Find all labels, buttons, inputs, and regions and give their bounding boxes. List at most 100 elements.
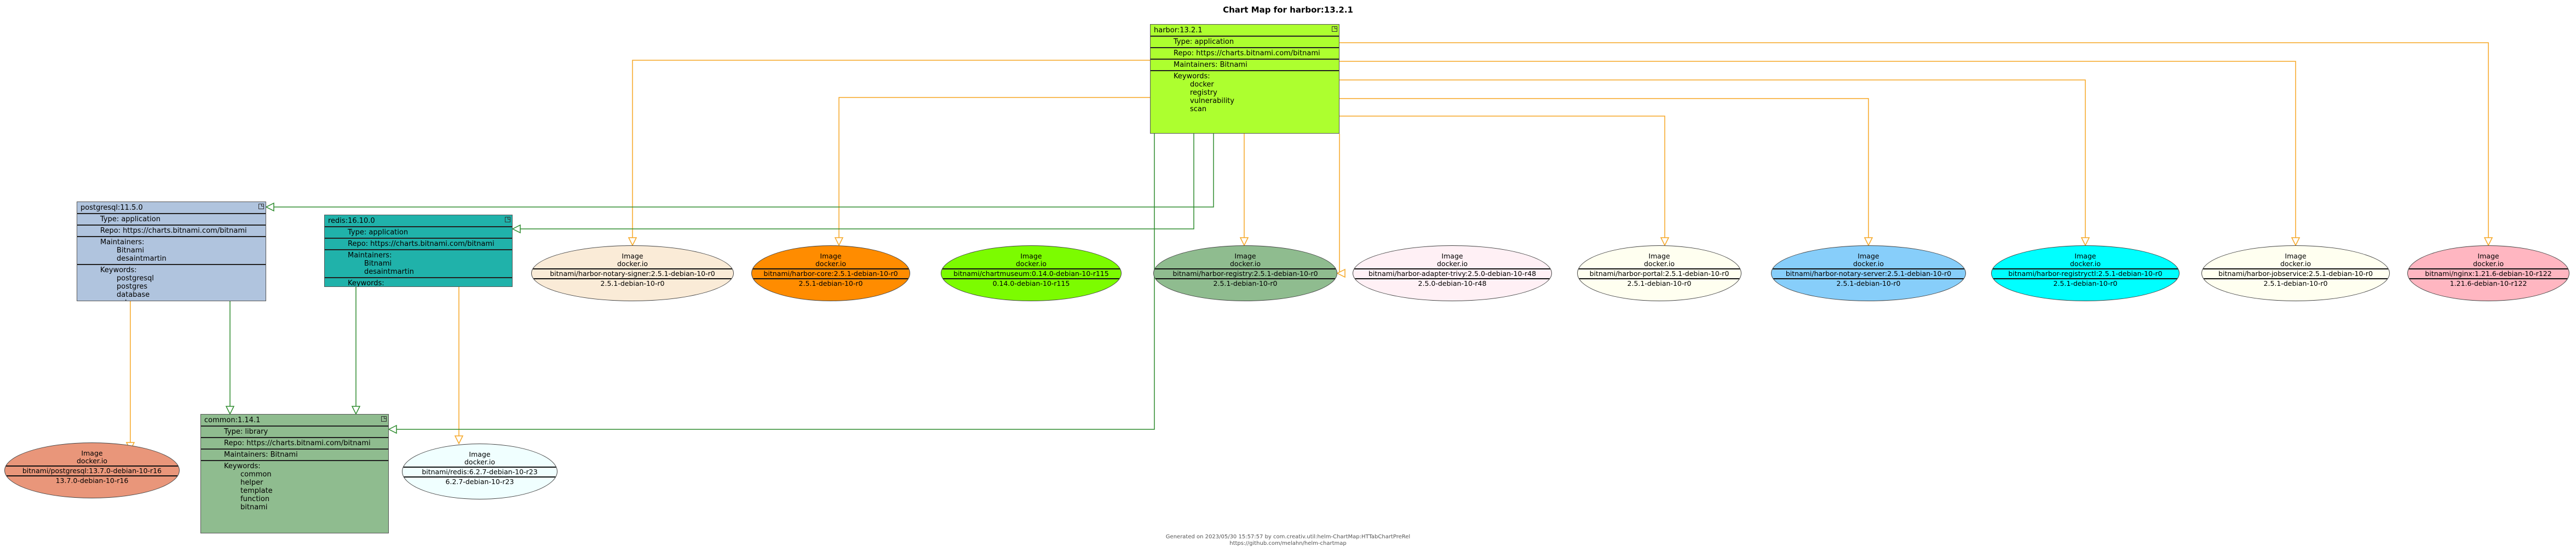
image-repo: bitnami/chartmuseum:0.14.0-debian-10-r11… [953, 269, 1109, 278]
image-registry: docker.io [76, 457, 108, 465]
image-node-nginx[interactable]: Image docker.io bitnami/nginx:1.21.6-deb… [2407, 245, 2569, 301]
edge-harbor-core [838, 97, 1150, 245]
image-repo: bitnami/harbor-registry:2.5.1-debian-10-… [1172, 269, 1318, 278]
image-repo: bitnami/harbor-adapter-trivy:2.5.0-debia… [1368, 269, 1537, 278]
edge-harbor-notary-server [1339, 98, 1869, 245]
footer-generated: Generated on 2023/05/30 15:57:57 by com.… [1165, 534, 1411, 540]
edge-harbor-adapter-trivy [1337, 134, 1340, 274]
image-label: Image [1648, 252, 1670, 260]
image-tag: 13.7.0-debian-10-r16 [55, 476, 129, 485]
image-label: Image [820, 252, 842, 260]
image-repo: bitnami/harbor-jobservice:2.5.1-debian-1… [2218, 269, 2373, 278]
edge-postgresql-common-arrowhead [225, 406, 235, 415]
image-label: Image [1020, 252, 1042, 260]
edge-harbor-notary-signer [632, 60, 1150, 245]
image-registry: docker.io [1229, 260, 1261, 268]
edge-harbor-jobservice-arrowhead [2291, 237, 2301, 246]
edge-harbor-adapter-trivy-arrowhead [1336, 268, 1346, 278]
chart-node-postgresql[interactable]: postgresql:11.5.0 Type: application Repo… [77, 202, 266, 301]
image-tag: 2.5.1-debian-10-r0 [600, 279, 665, 288]
image-registry: docker.io [1643, 260, 1675, 268]
chart-icon [381, 416, 387, 422]
chart-node-common[interactable]: common:1.14.1 Type: library Repo: https:… [200, 414, 389, 533]
chart-repo: Repo: https://charts.bitnami.com/bitnami [77, 225, 266, 236]
edge-harbor-postgresql-arrowhead [265, 202, 274, 212]
image-node-notary-server[interactable]: Image docker.io bitnami/harbor-notary-se… [1771, 245, 1966, 301]
edge-harbor-notary-server-arrowhead [1864, 237, 1873, 246]
image-registry: docker.io [815, 260, 847, 268]
image-registry: docker.io [2280, 260, 2312, 268]
edge-harbor-jobservice [1339, 61, 2296, 245]
edge-harbor-portal-arrowhead [1660, 237, 1670, 246]
chart-repo: Repo: https://charts.bitnami.com/bitnami [325, 238, 512, 249]
edge-redis-common-arrowhead [351, 406, 361, 415]
image-label: Image [81, 449, 103, 457]
edge-harbor-postgresql [266, 134, 1214, 208]
chart-node-redis[interactable]: redis:16.10.0 Type: application Repo: ht… [324, 215, 513, 287]
image-tag: 2.5.1-debian-10-r0 [2263, 279, 2328, 288]
image-label: Image [1858, 252, 1879, 260]
image-registry: docker.io [464, 458, 496, 466]
edge-harbor-core-arrowhead [834, 237, 844, 246]
image-node-registry[interactable]: Image docker.io bitnami/harbor-registry:… [1153, 245, 1337, 301]
chart-repo: Repo: https://charts.bitnami.com/bitnami [1151, 47, 1339, 59]
image-repo: bitnami/postgresql:13.7.0-debian-10-r16 [22, 467, 162, 475]
image-tag: 6.2.7-debian-10-r23 [445, 478, 514, 486]
edge-harbor-portal [1339, 116, 1665, 245]
image-node-jobservice[interactable]: Image docker.io bitnami/harbor-jobservic… [2201, 245, 2390, 301]
edge-harbor-registry-arrowhead [1239, 237, 1249, 246]
image-label: Image [1441, 252, 1463, 260]
image-tag: 2.5.1-debian-10-r0 [2053, 279, 2118, 288]
image-tag: 2.5.1-debian-10-r0 [1627, 279, 1692, 288]
image-tag: 2.5.1-debian-10-r0 [1213, 279, 1278, 288]
edge-harbor-common [389, 134, 1155, 430]
footer-link[interactable]: https://github.com/melahn/helm-chartmap [1229, 540, 1347, 547]
chart-keywords: Keywords: postgresql postgres database s… [77, 264, 266, 301]
image-node-chartmuseum[interactable]: Image docker.io bitnami/chartmuseum:0.14… [941, 245, 1122, 301]
image-repo: bitnami/harbor-notary-server:2.5.1-debia… [1785, 269, 1952, 278]
chart-type: Type: application [325, 226, 512, 238]
image-label: Image [2074, 252, 2096, 260]
chart-type: Type: application [77, 213, 266, 225]
diagram-title: Chart Map for harbor:13.2.1 [1223, 5, 1353, 15]
edge-harbor-registryctl [1339, 79, 2086, 245]
chart-name: common:1.14.1 [204, 416, 261, 424]
image-repo: bitnami/harbor-notary-signer:2.5.1-debia… [550, 269, 715, 278]
image-node-notary-signer[interactable]: Image docker.io bitnami/harbor-notary-si… [531, 245, 734, 301]
chart-icon [258, 204, 264, 209]
chart-type: Type: application [1151, 36, 1339, 47]
image-node-core[interactable]: Image docker.io bitnami/harbor-core:2.5.… [751, 245, 910, 301]
image-label: Image [622, 252, 643, 260]
image-label: Image [2477, 252, 2499, 260]
chart-keywords: Keywords: docker registry vulnerability … [1151, 70, 1339, 114]
image-node-postgresql[interactable]: Image docker.io bitnami/postgresql:13.7.… [4, 442, 180, 498]
edge-redis-image-arrowhead [454, 435, 464, 445]
image-label: Image [1234, 252, 1256, 260]
image-node-registryctl[interactable]: Image docker.io bitnami/harbor-registryc… [1991, 245, 2180, 301]
edge-harbor-redis [513, 134, 1194, 229]
image-registry: docker.io [1436, 260, 1468, 268]
chart-keywords: Keywords: redis keyvalue database [325, 277, 512, 286]
image-node-portal[interactable]: Image docker.io bitnami/harbor-portal:2.… [1577, 245, 1741, 301]
chart-type: Type: library [201, 426, 388, 437]
image-repo: bitnami/redis:6.2.7-debian-10-r23 [422, 468, 538, 476]
image-label: Image [2285, 252, 2307, 260]
chart-node-harbor[interactable]: harbor:13.2.1 Type: application Repo: ht… [1150, 24, 1339, 134]
image-node-adapter-trivy[interactable]: Image docker.io bitnami/harbor-adapter-t… [1353, 245, 1552, 301]
edge-harbor-notary-signer-arrowhead [628, 237, 637, 246]
image-tag: 2.5.1-debian-10-r0 [798, 279, 863, 288]
edge-harbor-registryctl-arrowhead [2080, 237, 2090, 246]
chart-maintainers: Maintainers: Bitnami desaintmartin [77, 236, 266, 264]
image-registry: docker.io [2473, 260, 2504, 268]
chart-name: postgresql:11.5.0 [81, 204, 143, 212]
chart-icon [505, 217, 510, 222]
chart-name: harbor:13.2.1 [1154, 26, 1203, 34]
edge-harbor-common-arrowhead [388, 424, 397, 434]
image-repo: bitnami/nginx:1.21.6-debian-10-r122 [2425, 269, 2552, 278]
chart-maintainers: Maintainers: Bitnami [1151, 59, 1339, 70]
image-registry: docker.io [2069, 260, 2101, 268]
image-node-redis[interactable]: Image docker.io bitnami/redis:6.2.7-debi… [402, 444, 557, 499]
edge-harbor-redis-arrowhead [511, 224, 521, 234]
chart-maintainers: Maintainers: Bitnami [201, 449, 388, 460]
